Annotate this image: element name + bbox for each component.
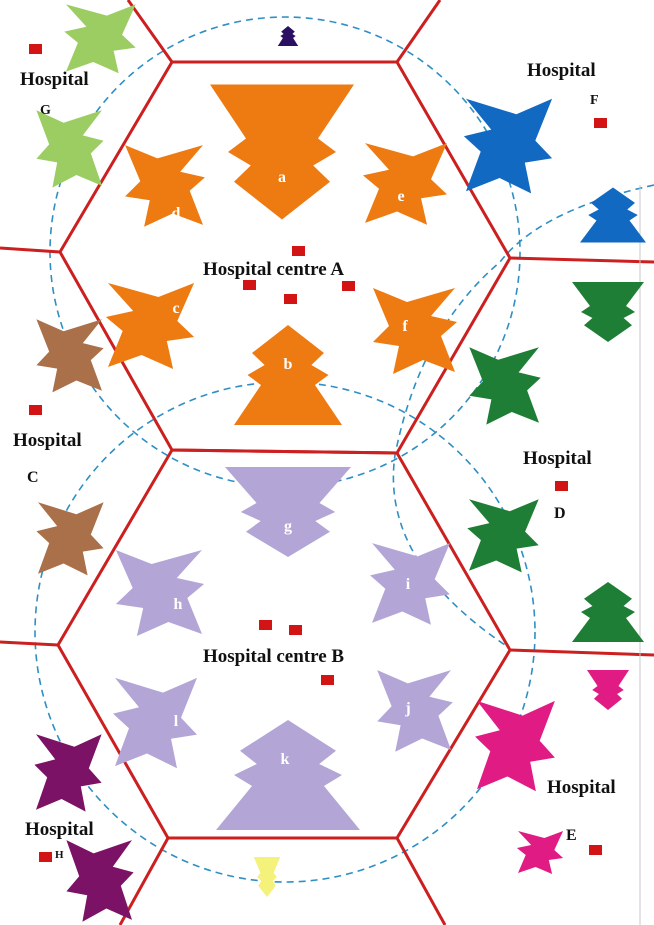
hospital-centre-b-label: Hospital centre B <box>203 646 344 667</box>
arrow-hospital-h-lower <box>66 840 133 922</box>
hospital-centre-a-label: Hospital centre A <box>203 259 344 280</box>
arrow-hospital-d-4 <box>572 582 644 642</box>
hospital-c-label: Hospital <box>13 430 82 451</box>
hospital-c-letter: C <box>27 469 39 486</box>
arrow-sector-c <box>106 283 194 369</box>
sector-label-b: b <box>284 356 293 373</box>
arrow-sector-e <box>363 143 447 225</box>
sector-label-f: f <box>402 318 408 335</box>
border-line <box>128 0 172 62</box>
hospital-marker <box>292 246 305 256</box>
sector-label-h: h <box>174 596 183 613</box>
hospital-marker <box>342 281 355 291</box>
sector-label-g: g <box>284 518 292 535</box>
border-line <box>397 0 440 62</box>
hospital-marker <box>243 280 256 290</box>
sector-label-k: k <box>281 751 290 768</box>
hospital-d-label: Hospital <box>523 448 592 469</box>
hospital-e-label: Hospital <box>547 777 616 798</box>
arrow-sector-j <box>377 670 453 752</box>
hospital-g-letter: G <box>40 103 51 118</box>
hospital-f-label: Hospital <box>527 60 596 81</box>
hospital-h-label: Hospital <box>25 819 94 840</box>
hospital-marker <box>555 481 568 491</box>
arrow-sector-f <box>373 288 457 374</box>
sector-label-d: d <box>172 205 181 222</box>
sector-label-e: e <box>397 188 404 205</box>
arrow-hospital-h-upper <box>34 734 101 811</box>
hospital-g-label: Hospital <box>20 69 89 90</box>
arrow-sector-k <box>216 720 360 830</box>
border-line <box>0 642 58 645</box>
arrow-hospital-e-lower <box>517 831 563 874</box>
border-line <box>397 838 445 925</box>
arrow-hospital-f-lower <box>580 188 646 243</box>
border-line <box>510 650 654 655</box>
arrow-sector-a <box>210 85 354 220</box>
hospital-marker <box>321 675 334 685</box>
arrow-hospital-d-3 <box>467 499 538 572</box>
arrow-sector-h <box>116 550 204 636</box>
arrow-hospital-c-lower <box>36 502 103 575</box>
hospital-d-letter: D <box>554 505 566 522</box>
arrow-hospital-f-upper <box>464 99 552 194</box>
arrow-hospital-g-lower <box>36 110 103 187</box>
arrow-hospital-d-2 <box>469 347 540 424</box>
arrow-top-cell <box>278 26 298 46</box>
hospital-marker <box>29 405 42 415</box>
sector-label-a: a <box>278 169 286 186</box>
border-line <box>0 248 60 252</box>
hospital-f-letter: F <box>590 93 599 108</box>
arrow-hospital-e-upper <box>587 670 629 710</box>
hospital-marker <box>259 620 272 630</box>
arrow-sector-d <box>125 145 205 227</box>
arrow-bottom-cell <box>254 857 280 897</box>
hospital-h-letter: H <box>55 849 64 861</box>
hospital-marker <box>594 118 607 128</box>
hospital-marker <box>284 294 297 304</box>
hospital-e-letter: E <box>566 827 577 844</box>
hospital-marker <box>289 625 302 635</box>
arrow-sector-l <box>113 678 197 768</box>
arrow-hospital-d-1 <box>572 282 644 342</box>
hospital-marker <box>29 44 42 54</box>
arrow-hospital-c-upper <box>36 319 103 392</box>
sector-label-c: c <box>172 300 179 317</box>
arrow-hospital-g-upper <box>64 4 135 73</box>
arrow-sector-g <box>225 467 351 557</box>
arrow-sector-b <box>234 325 342 425</box>
arrow-hospital-e-middle <box>475 701 555 791</box>
sector-label-j: j <box>404 700 410 717</box>
sector-label-i: i <box>406 576 411 593</box>
border-line <box>510 258 654 262</box>
sector-label-l: l <box>174 713 179 730</box>
hospital-marker <box>39 852 52 862</box>
hospital-marker <box>589 845 602 855</box>
